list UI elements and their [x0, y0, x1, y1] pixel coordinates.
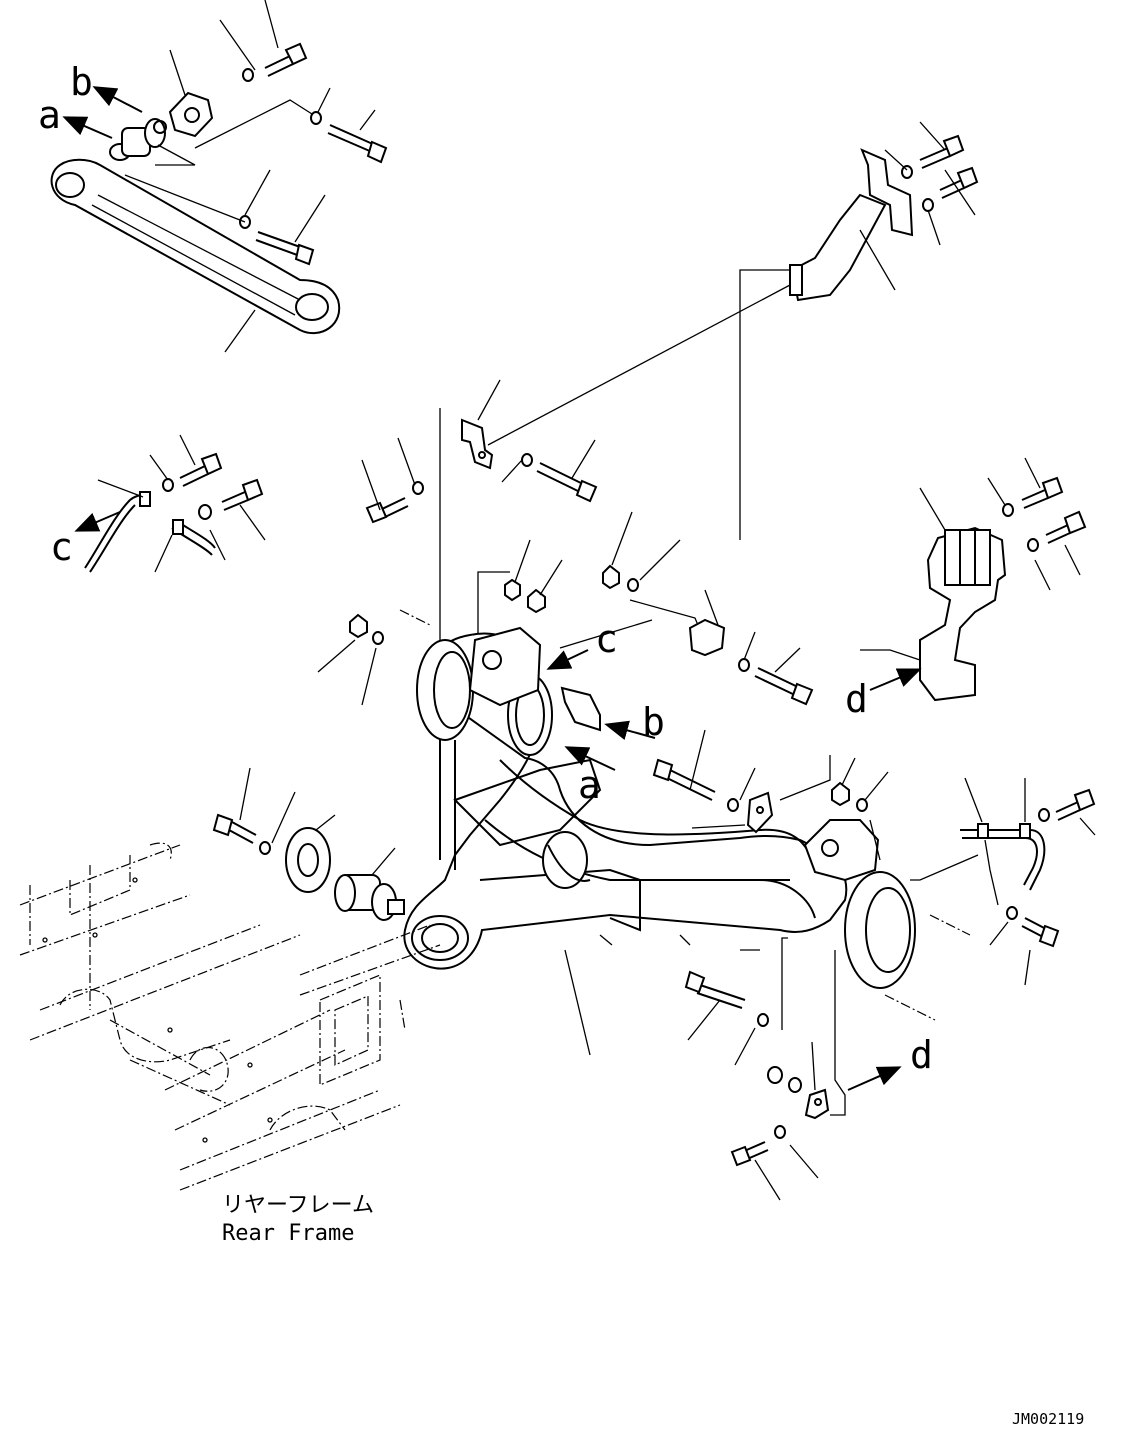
callout-b-center: b	[642, 700, 665, 744]
rear-pin-assembly	[212, 767, 405, 921]
bolt	[264, 42, 308, 77]
bushing-top	[109, 118, 167, 161]
drawing-number: JM002119	[1012, 1410, 1084, 1428]
hose-clamp-right	[910, 777, 1096, 986]
plate-top	[168, 91, 214, 138]
washer	[242, 68, 254, 82]
bracket-right	[860, 457, 1087, 702]
callout-c-left: c	[50, 525, 73, 569]
callout-d-right: d	[845, 677, 868, 721]
callout-a-center: a	[578, 763, 601, 807]
center-right-fasteners	[652, 729, 889, 861]
link-bar	[50, 158, 341, 335]
washer	[310, 111, 322, 125]
callout-a-top: a	[38, 93, 61, 137]
callout-b-top: b	[70, 60, 93, 104]
bolt	[255, 231, 315, 266]
rear-frame-label-en: Rear Frame	[222, 1221, 354, 1246]
bolt	[327, 124, 388, 164]
center-arrows	[546, 649, 656, 771]
link-assembly	[50, 0, 388, 353]
hose-clamp-left	[74, 434, 266, 573]
center-bracket	[361, 284, 814, 706]
callout-d-bottom: d	[910, 1033, 933, 1077]
axle-support	[399, 609, 971, 1056]
bracket-top-right	[739, 121, 979, 540]
flange-fasteners-left	[317, 613, 384, 706]
washer	[239, 215, 251, 229]
rear-frame-label-jp: リヤーフレーム	[222, 1193, 374, 1218]
bottom-right-fasteners	[684, 937, 902, 1201]
rear-frame	[19, 842, 441, 1191]
callout-c-center: c	[595, 617, 618, 661]
